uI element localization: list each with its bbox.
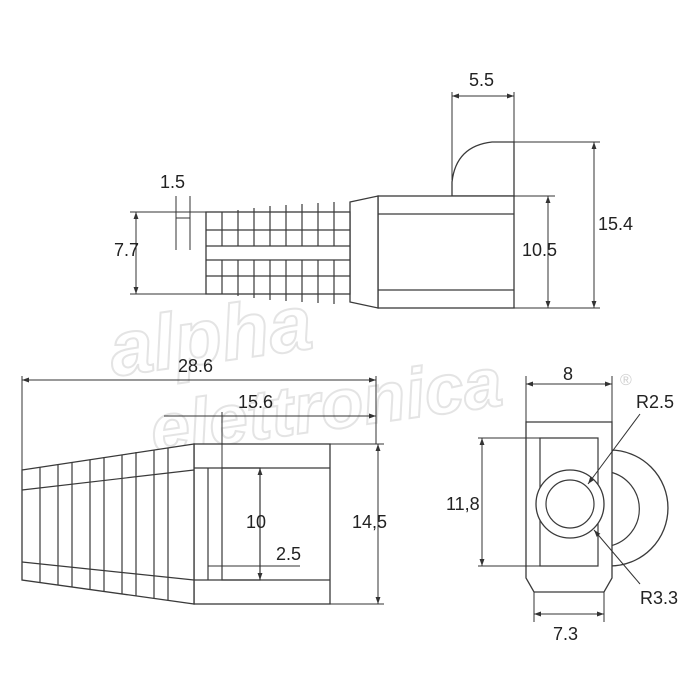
side-view: 5.5 1.5 7.7 10.5 15.4	[114, 70, 633, 309]
front-dim-height: 11,8	[446, 494, 480, 514]
side-dim-body-height: 10.5	[522, 240, 557, 260]
front-dim-radius-inner: R2.5	[636, 392, 674, 412]
side-body	[377, 195, 515, 309]
section-dim-body-length: 15.6	[238, 392, 273, 412]
section-dim-inner-height: 10	[246, 512, 266, 532]
section-dim-total-length: 28.6	[178, 356, 213, 376]
front-bore-inner	[545, 479, 595, 529]
section-view: 28.6 15.6 10 2.5 14,5	[21, 356, 387, 605]
side-collar	[349, 195, 379, 309]
side-dim-rib-gap: 1.5	[160, 172, 185, 192]
side-dim-inner-height: 7.7	[114, 240, 139, 260]
front-dim-radius-outer: R3.3	[640, 588, 678, 608]
front-dim-width-bottom: 7.3	[553, 624, 578, 644]
section-dim-total-height: 14,5	[352, 512, 387, 532]
side-dim-total-height: 15.4	[598, 214, 633, 234]
section-dim-wall: 2.5	[276, 544, 301, 564]
front-view: 8 R2.5 11,8 R3.3 7.3	[446, 364, 678, 644]
section-ribs	[21, 448, 195, 600]
section-boot	[21, 443, 195, 605]
watermark-registered-mark: ®	[620, 372, 632, 389]
front-dim-width-top: 8	[563, 364, 573, 384]
latch-tab	[451, 141, 515, 197]
side-dim-top-width: 5.5	[469, 70, 494, 90]
side-ribs	[205, 202, 351, 304]
